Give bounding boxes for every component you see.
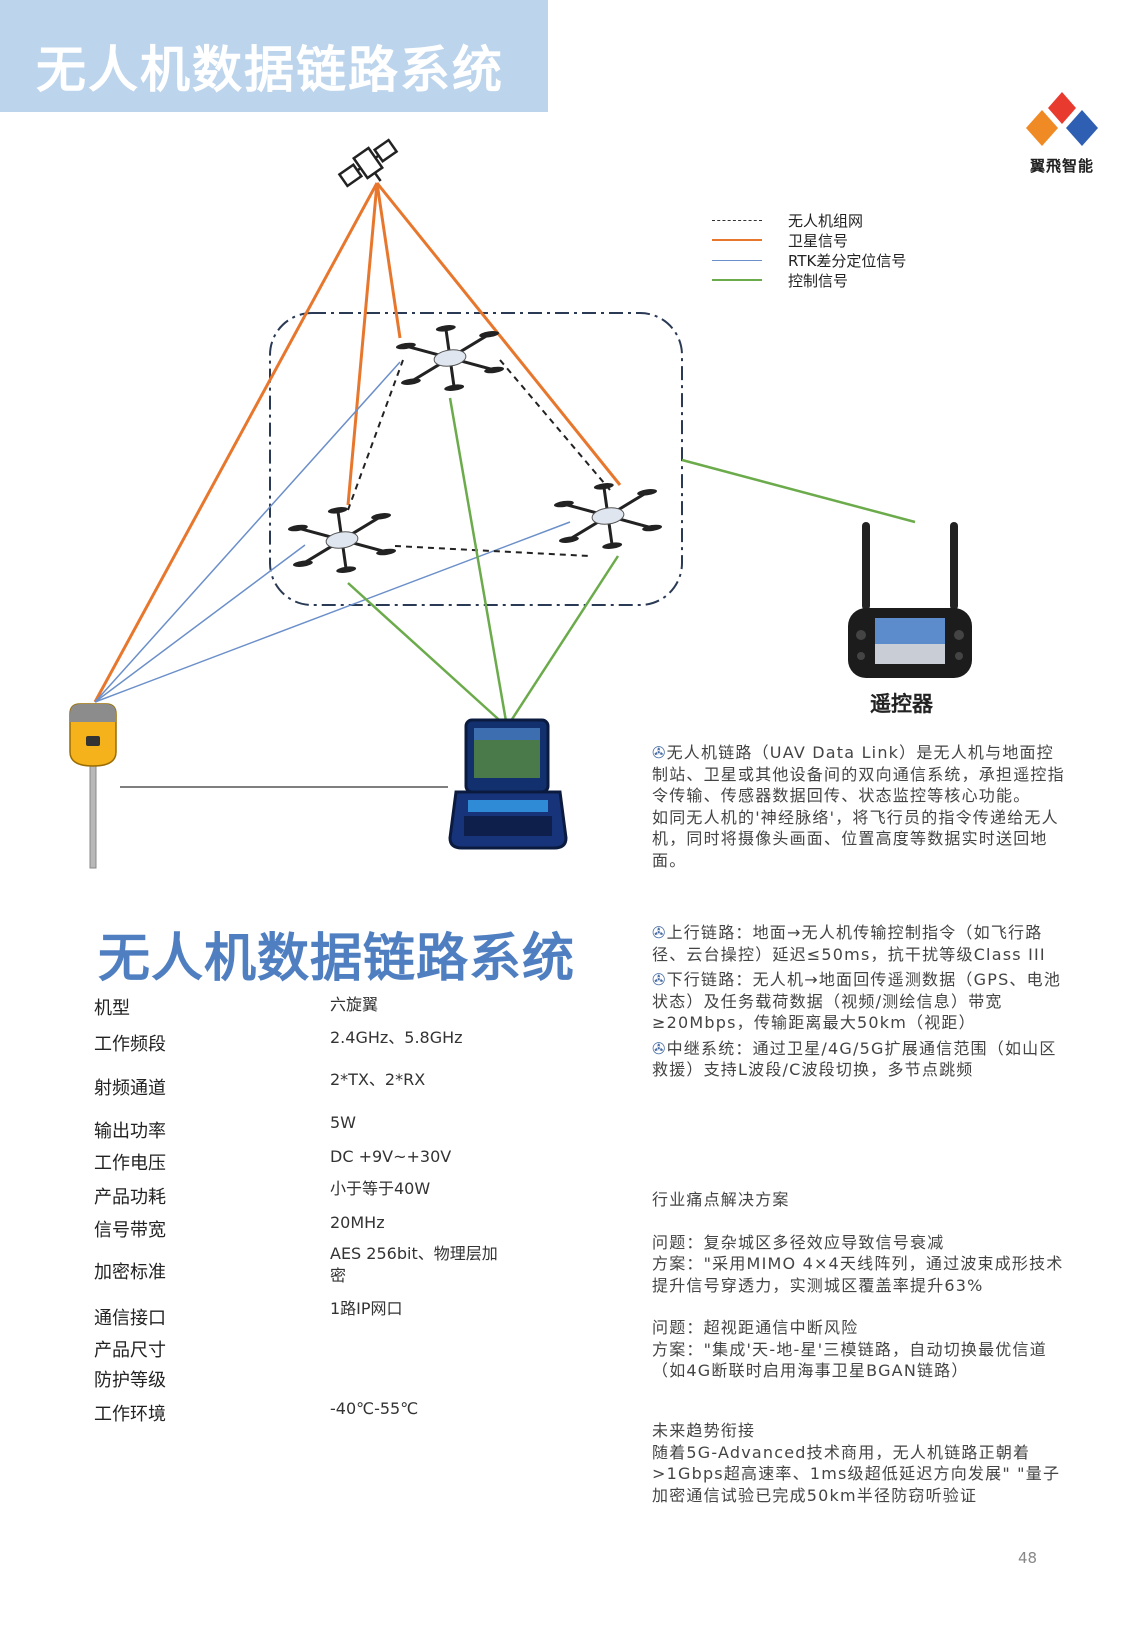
legend-item-rtk: RTK差分定位信号 — [712, 250, 906, 270]
drone-bullet-icon: ✇ — [652, 923, 667, 942]
intro-section: ✇无人机链路（UAV Data Link）是无人机与地面控制站、卫星或其他设备间… — [652, 742, 1067, 871]
drone-bullet-icon: ✇ — [652, 970, 667, 989]
future-heading: 未来趋势衔接 — [652, 1421, 756, 1440]
brand-logo-icon — [1026, 92, 1098, 146]
remote-controller-icon — [848, 522, 972, 678]
drone-icon-right — [553, 483, 663, 549]
solutions-section: 行业痛点解决方案 问题：复杂城区多径效应导致信号衰减 方案："采用MIMO 4×… — [652, 1189, 1067, 1382]
product-title: 无人机数据链路系统 — [98, 929, 576, 989]
spec-value: 1路IP网口 — [330, 1299, 403, 1318]
problem-text: 问题：超视距通信中断风险 — [652, 1318, 859, 1337]
spec-label: 防护等级 — [94, 1370, 166, 1391]
spec-label: 产品功耗 — [94, 1187, 166, 1208]
drone-icon-left — [287, 507, 397, 573]
control-signal-lines — [347, 397, 916, 728]
spec-label: 工作电压 — [94, 1153, 166, 1174]
title-banner: 无人机数据链路系统 — [0, 0, 548, 112]
legend-item-control: 控制信号 — [712, 270, 906, 290]
solutions-heading: 行业痛点解决方案 — [652, 1190, 790, 1209]
spec-label: 工作环境 — [94, 1404, 166, 1425]
spec-value: DC +9V~+30V — [330, 1147, 452, 1166]
spec-value: AES 256bit、物理层加密 — [330, 1244, 498, 1285]
page-title: 无人机数据链路系统 — [36, 41, 504, 99]
drone-icon-top — [395, 325, 505, 391]
link-item: 中继系统：通过卫星/4G/5G扩展通信范围（如山区救援）支持L波段/C波段切换，… — [652, 1038, 1057, 1080]
rtk-base-station-icon — [69, 703, 117, 869]
spec-label: 输出功率 — [94, 1121, 166, 1142]
satellite-signal-lines — [93, 182, 622, 703]
legend-item-network: 无人机组网 — [712, 210, 906, 230]
brand-logo-text: 翼飛智能 — [1029, 157, 1094, 175]
spec-label: 加密标准 — [94, 1262, 166, 1283]
link-item: 下行链路：无人机→地面回传遥测数据（GPS、电池状态）及任务载荷数据（视频/测绘… — [652, 970, 1062, 1032]
rtk-signal-lines — [94, 361, 571, 703]
drone-bullet-icon: ✇ — [652, 1038, 667, 1058]
spec-label: 产品尺寸 — [94, 1340, 166, 1361]
satellite-icon — [337, 138, 399, 188]
spec-value: 六旋翼 — [330, 995, 379, 1014]
future-body: 随着5G-Advanced技术商用，无人机链路正朝着>1Gbps超高速率、1ms… — [652, 1442, 1061, 1505]
legend-item-satellite: 卫星信号 — [712, 230, 906, 250]
legend: 无人机组网 卫星信号 RTK差分定位信号 控制信号 — [712, 210, 906, 290]
drone-bullet-icon: ✇ — [652, 743, 667, 762]
spec-value: 5W — [330, 1113, 356, 1132]
data-link-diagram — [69, 138, 972, 869]
intro-paragraph: 无人机链路（UAV Data Link）是无人机与地面控制站、卫星或其他设备间的… — [652, 743, 1065, 805]
spec-value: 2.4GHz、5.8GHz — [330, 1028, 463, 1047]
spec-value: -40℃-55℃ — [330, 1399, 419, 1418]
drone-network-lines — [347, 359, 611, 557]
spec-value: 20MHz — [330, 1213, 385, 1232]
spec-label: 通信接口 — [94, 1308, 166, 1329]
intro-paragraph: 如同无人机的'神经脉络'，将飞行员的指令传递给无人机，同时将摄像头画面、位置高度… — [652, 807, 1059, 870]
future-section: 未来趋势衔接 随着5G-Advanced技术商用，无人机链路正朝着>1Gbps超… — [652, 1420, 1067, 1506]
problem-text: 问题：复杂城区多径效应导致信号衰减 — [652, 1232, 945, 1252]
formation-boundary — [269, 312, 683, 606]
spec-label: 机型 — [94, 998, 130, 1019]
spec-label: 信号带宽 — [94, 1220, 166, 1241]
spec-label: 射频通道 — [94, 1078, 166, 1099]
spec-label: 工作频段 — [94, 1034, 166, 1055]
page-number: 48 — [1018, 1549, 1038, 1567]
spec-value: 小于等于40W — [330, 1179, 431, 1198]
remote-controller-label: 遥控器 — [870, 692, 933, 716]
solution-text: 方案："集成'天-地-星'三模链路，自动切换最优信道（如4G断联时启用海事卫星B… — [652, 1339, 1047, 1381]
ground-control-station-icon — [448, 718, 568, 850]
link-types-section: ✇上行链路：地面→无人机传输控制指令（如飞行路径、云台操控）延迟≤50ms，抗干… — [652, 922, 1067, 1081]
spec-value: 2*TX、2*RX — [330, 1070, 426, 1089]
link-item: 上行链路：地面→无人机传输控制指令（如飞行路径、云台操控）延迟≤50ms，抗干扰… — [652, 923, 1046, 964]
solution-text: 方案："采用MIMO 4×4天线阵列，通过波束成形技术提升信号穿透力，实测城区覆… — [652, 1254, 1064, 1295]
